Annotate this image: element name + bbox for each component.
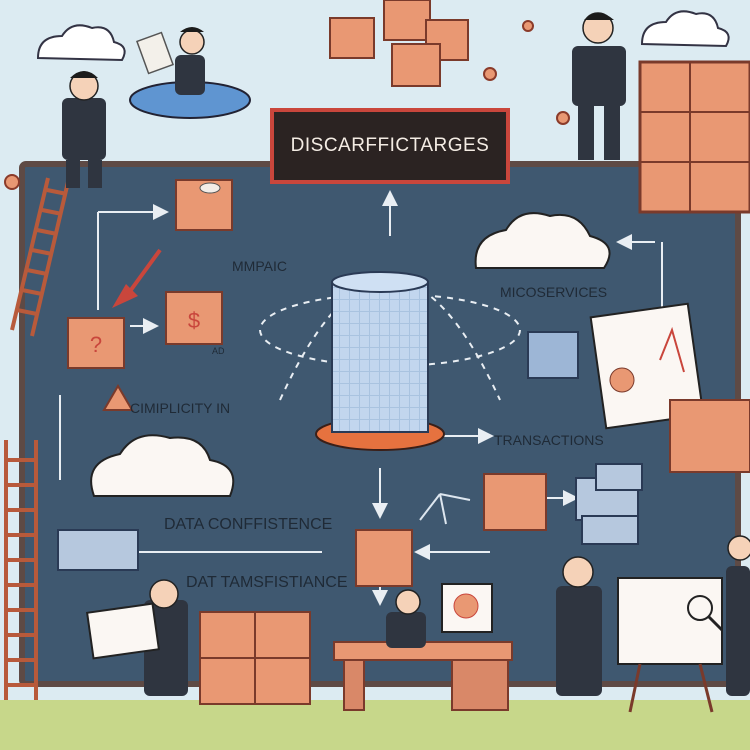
label-transactions: TRANSACTIONS <box>494 432 604 448</box>
server-stack-icon <box>57 529 139 571</box>
grass-ground <box>0 700 750 750</box>
businessman-figure <box>572 12 626 160</box>
microservices-cloud-icon <box>474 212 611 269</box>
box-icon <box>483 473 547 531</box>
businessman-figure <box>726 535 750 696</box>
label-data-transfer: DAT TAMSFISTIANCE <box>186 574 348 591</box>
microservice-cube-icon <box>527 331 579 379</box>
network-graph-icon <box>419 493 471 525</box>
coin-icon <box>4 174 20 190</box>
question-box-icon: ? <box>67 317 125 369</box>
businessman-figure <box>386 589 426 648</box>
dashboard-panel-icon <box>589 302 705 430</box>
pointer-arrow-icon <box>112 248 162 308</box>
database-box-icon <box>175 179 233 231</box>
cloud-icon <box>640 10 730 48</box>
label-mmpaic: MMPAIC <box>232 258 287 274</box>
box-icon <box>391 43 441 87</box>
surfing-person-illustration <box>129 27 251 119</box>
flow-arrows <box>59 190 663 606</box>
office-desk-icon <box>333 641 513 711</box>
coin-icon <box>522 20 534 32</box>
coin-icon <box>483 67 497 81</box>
svg-text:?: ? <box>90 332 102 357</box>
computer-monitor-icon <box>441 583 493 633</box>
box-icon <box>383 0 431 41</box>
businessman-figure <box>62 71 106 188</box>
data-cloud-icon <box>90 434 235 497</box>
box-stack-icon <box>199 611 311 705</box>
coin-icon <box>556 111 570 125</box>
box-icon <box>329 17 375 59</box>
question-box-icon: $ <box>165 291 223 345</box>
box-shelf-icon <box>638 60 750 214</box>
svg-text:$: $ <box>188 308 200 333</box>
cloud-icon <box>36 24 126 62</box>
businessman-figure <box>85 579 188 696</box>
box-icon <box>355 529 413 587</box>
label-microservices: MICOSERVICES <box>500 284 608 300</box>
page-title: DISCARFFICTARGES <box>290 135 490 156</box>
ladder-left-top <box>10 177 70 337</box>
server-stack-icon <box>575 463 643 545</box>
central-database-tower <box>315 271 445 451</box>
warning-icon <box>102 384 134 411</box>
label-simplicity: CIMIPLICITY IN <box>130 400 231 416</box>
ladder-left-bottom <box>4 440 38 700</box>
label-tiny-ad: AD <box>212 346 225 356</box>
title-banner: DISCARFFICTARGES <box>270 108 510 184</box>
label-data-confidence: DATA CONFFISTENCE <box>164 516 333 533</box>
box-shelf-icon <box>669 399 750 473</box>
flipchart-easel-icon <box>617 577 724 713</box>
businessman-figure <box>556 556 602 696</box>
